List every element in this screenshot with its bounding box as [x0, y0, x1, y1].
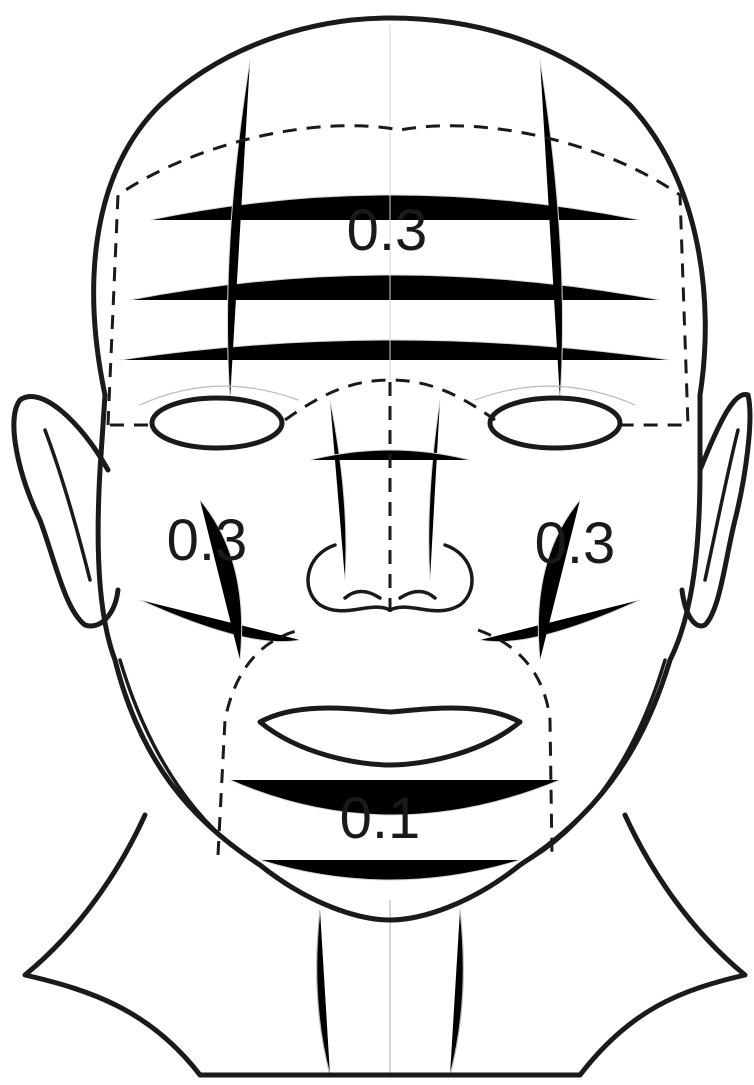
chin-value: 0.1	[340, 786, 421, 851]
right-eye	[490, 398, 620, 448]
forehead-value: 0.3	[347, 198, 428, 263]
neck-outline	[25, 815, 745, 1075]
left-cheek-value: 0.3	[167, 508, 248, 573]
left-eye	[152, 398, 282, 448]
right-cheek-value: 0.3	[535, 511, 616, 576]
mouth	[260, 708, 520, 765]
